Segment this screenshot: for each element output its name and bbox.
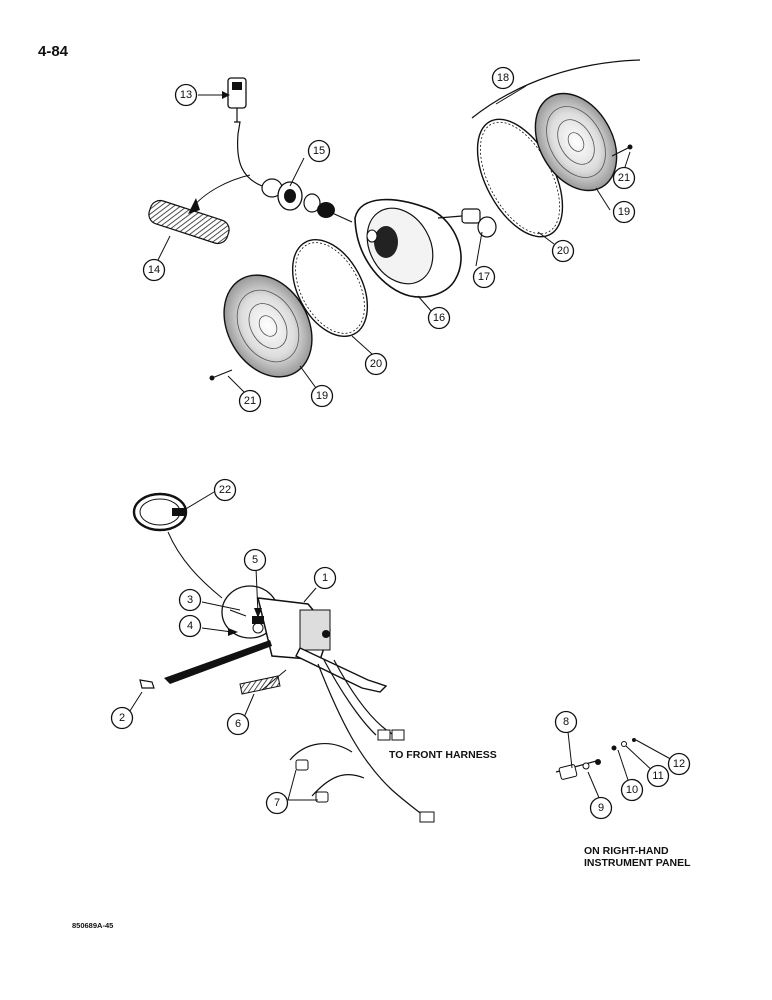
switch-assembly — [132, 492, 435, 823]
svg-text:8: 8 — [563, 716, 569, 728]
lens-screw-head — [627, 144, 633, 150]
harness-wire — [333, 659, 393, 735]
callout-11: 11 — [646, 764, 670, 788]
svg-text:5: 5 — [252, 554, 258, 566]
lamp-wire-connector — [419, 811, 435, 823]
page-number: 4-84 — [38, 43, 69, 60]
lamp-assembly — [148, 59, 641, 381]
callout-22: 22 — [213, 478, 237, 502]
svg-text:11: 11 — [652, 770, 663, 782]
svg-text:7: 7 — [274, 797, 280, 809]
harness-wire — [323, 659, 377, 736]
callout-18: 18 — [491, 66, 515, 90]
lens-gasket-inner — [295, 242, 365, 334]
svg-text:9: 9 — [598, 802, 604, 814]
panel-note-line1: ON RIGHT-HAND — [584, 845, 669, 857]
lamp-wire — [317, 663, 427, 819]
wire-sleeve — [148, 199, 230, 245]
callout-12: 12 — [667, 752, 691, 776]
callout-15: 15 — [307, 139, 331, 163]
svg-text:20: 20 — [557, 245, 569, 257]
callout-5: 5 — [243, 548, 267, 572]
terminal-wire — [289, 743, 353, 761]
svg-text:18: 18 — [497, 72, 509, 84]
lamp-housing — [354, 198, 462, 298]
svg-text:22: 22 — [219, 484, 231, 496]
callout-16: 16 — [427, 306, 451, 330]
lens-gasket — [291, 238, 369, 338]
callout-1: 1 — [313, 566, 337, 590]
fender-outline — [471, 59, 641, 119]
svg-text:13: 13 — [180, 89, 192, 101]
svg-text:19: 19 — [618, 206, 630, 218]
svg-text:21: 21 — [244, 395, 256, 407]
callout-19: 19 — [612, 200, 636, 224]
svg-text:17: 17 — [478, 271, 490, 283]
svg-text:10: 10 — [626, 784, 638, 796]
harness-connector — [391, 729, 405, 741]
leader-lines — [127, 85, 677, 801]
panel-mount-hardware — [555, 738, 636, 780]
callout-7: 7 — [265, 791, 289, 815]
wire-sleeve — [239, 675, 281, 695]
screw-arrow — [164, 640, 272, 684]
lens-screw-head — [209, 375, 215, 381]
svg-text:20: 20 — [370, 358, 382, 370]
svg-text:12: 12 — [673, 758, 685, 770]
sleeve-arrowhead — [188, 198, 200, 214]
svg-text:1: 1 — [322, 572, 328, 584]
sleeve-arrow — [191, 174, 251, 209]
wire-terminal — [315, 791, 329, 803]
lamp-bulb — [437, 208, 497, 238]
callout-4: 4 — [178, 614, 202, 638]
callout-19: 19 — [310, 384, 334, 408]
svg-text:16: 16 — [433, 312, 445, 324]
svg-text:19: 19 — [316, 390, 328, 402]
hose-clamp — [132, 492, 188, 532]
screw-part — [139, 679, 155, 689]
callout-2: 2 — [110, 706, 134, 730]
lamp-lens — [534, 92, 618, 192]
callout-14: 14 — [142, 258, 166, 282]
clamp-arrow — [167, 531, 223, 599]
svg-text:6: 6 — [235, 718, 241, 730]
wire-terminal — [295, 759, 309, 771]
callout-3: 3 — [178, 588, 202, 612]
drawing-reference-code: 850689A-45 — [72, 921, 113, 930]
turn-signal-switch — [221, 585, 331, 661]
svg-text:21: 21 — [618, 172, 630, 184]
callout-8: 8 — [554, 710, 578, 734]
callout-20: 20 — [364, 352, 388, 376]
switch-lever — [295, 647, 388, 693]
svg-text:4: 4 — [187, 620, 193, 632]
terminal-wire — [311, 774, 365, 797]
svg-text:14: 14 — [148, 264, 160, 276]
wire-connector — [227, 77, 269, 189]
svg-text:3: 3 — [187, 594, 193, 606]
lamp-socket-nut — [261, 178, 353, 223]
front-harness-note: TO FRONT HARNESS — [389, 749, 497, 761]
sleeve-arrow — [261, 669, 287, 691]
callout-21: 21 — [238, 389, 262, 413]
callout-10: 10 — [620, 778, 644, 802]
svg-text:2: 2 — [119, 712, 125, 724]
panel-note-line2: INSTRUMENT PANEL — [584, 857, 691, 869]
callout-9: 9 — [589, 796, 613, 820]
svg-text:15: 15 — [313, 145, 325, 157]
lens-screw — [611, 147, 629, 157]
callout-6: 6 — [226, 712, 250, 736]
lens-screw — [211, 369, 233, 379]
lamp-lens — [223, 274, 313, 378]
harness-connector — [377, 729, 391, 741]
callout-13: 13 — [174, 83, 198, 107]
callout-20: 20 — [551, 239, 575, 263]
callout-21: 21 — [612, 166, 636, 190]
callout-17: 17 — [472, 265, 496, 289]
